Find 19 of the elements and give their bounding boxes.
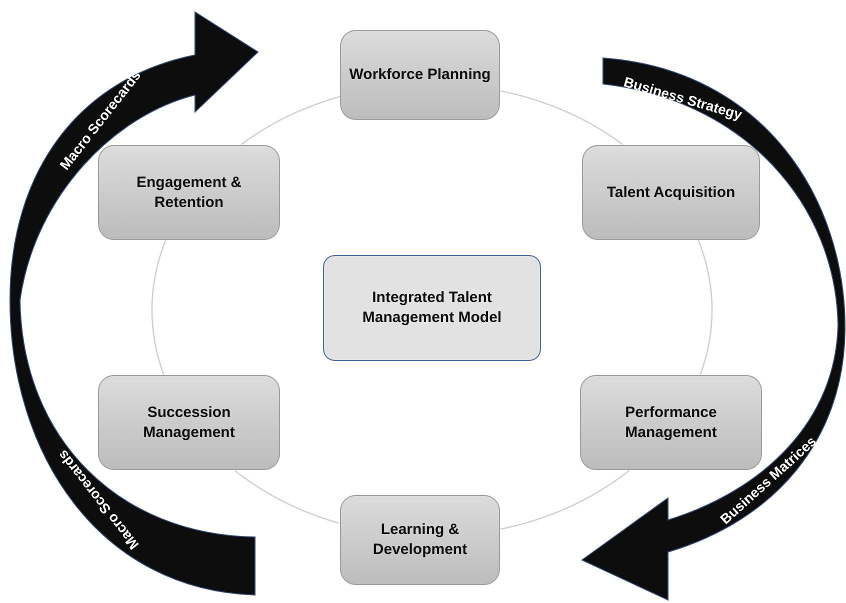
box-label: Performance Management bbox=[624, 402, 718, 442]
box-label: Succession Management bbox=[142, 402, 236, 442]
process-box bbox=[98, 145, 280, 240]
box-label: Learning & Development bbox=[372, 520, 468, 560]
ring-connector bbox=[234, 470, 340, 524]
box-label: Workforce Planning bbox=[349, 65, 491, 85]
center-box bbox=[323, 255, 541, 361]
ring-connector bbox=[500, 90, 624, 146]
ring-connector bbox=[151, 240, 166, 376]
box-label: Talent Acquisition bbox=[606, 182, 736, 202]
ring-connector bbox=[240, 96, 340, 146]
process-box bbox=[340, 495, 500, 585]
process-box bbox=[580, 375, 762, 470]
process-box bbox=[582, 145, 760, 240]
ring-connector bbox=[698, 240, 713, 376]
box-label: Engagement & Retention bbox=[135, 172, 242, 212]
box-label: Integrated Talent Management Model bbox=[361, 288, 503, 328]
ring-connector bbox=[500, 470, 630, 530]
process-box bbox=[340, 30, 500, 120]
